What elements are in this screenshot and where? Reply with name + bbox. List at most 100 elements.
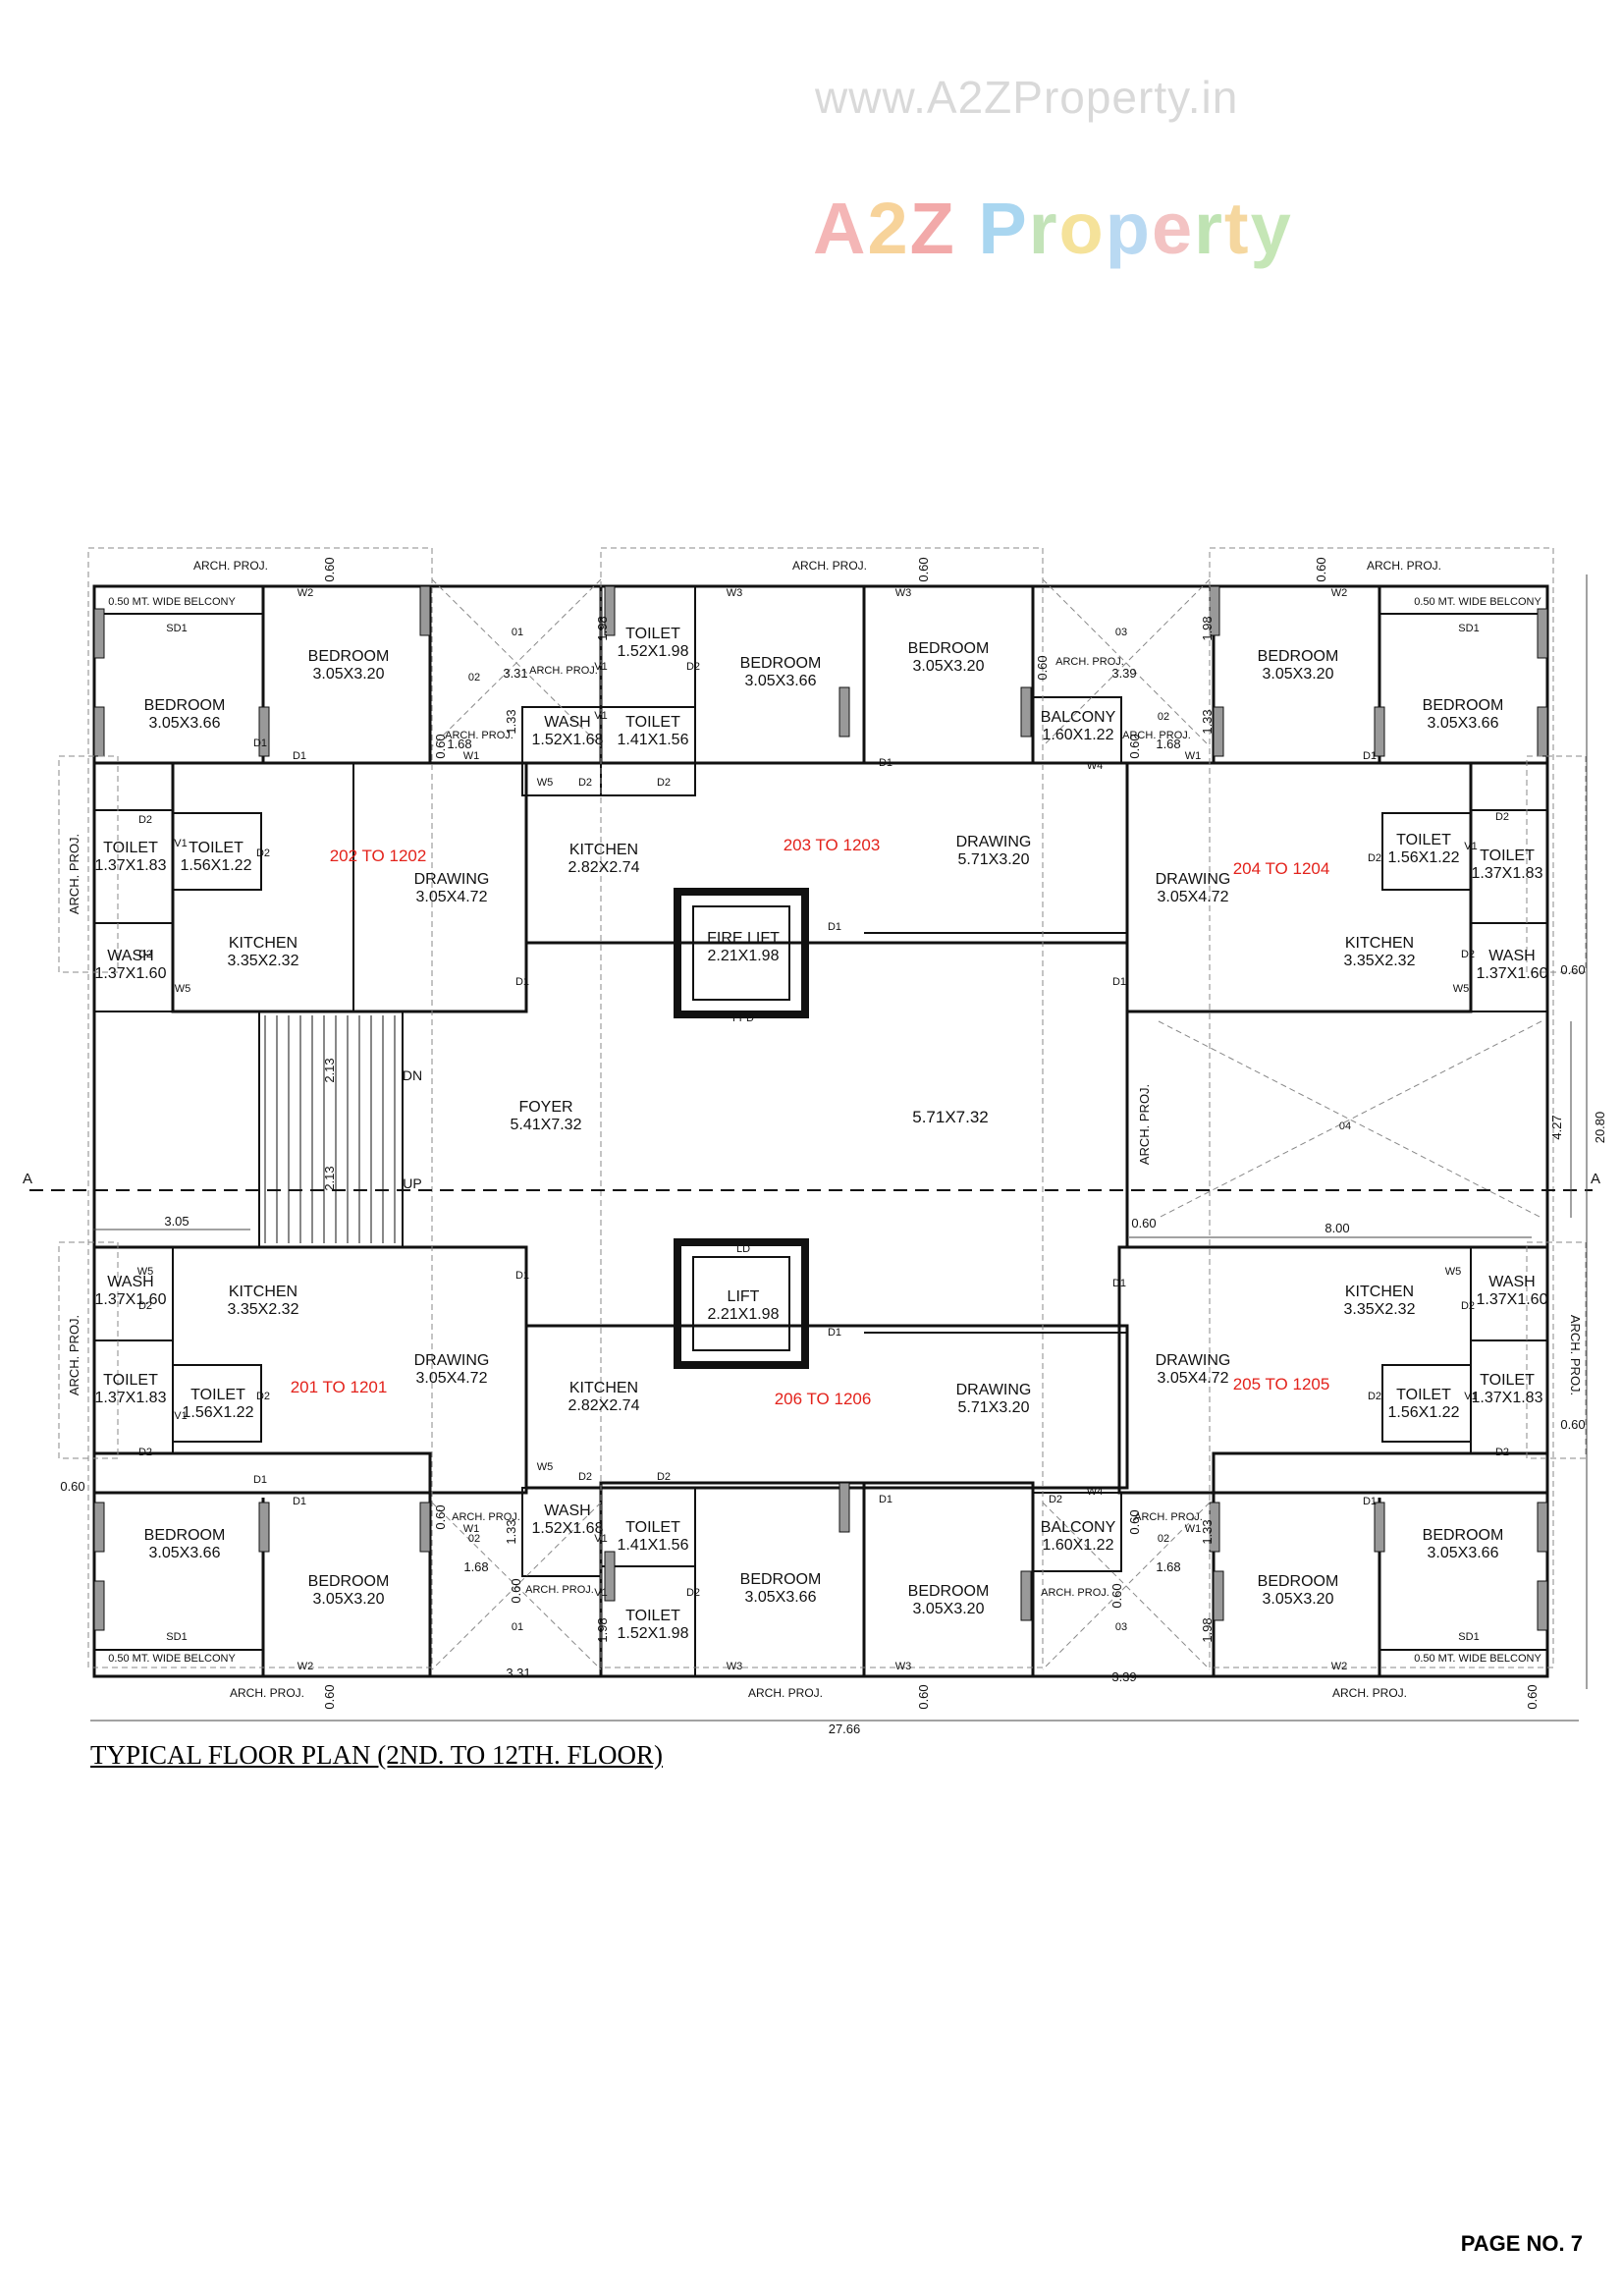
outer-dashed-boundary xyxy=(600,547,1044,1668)
room-name: WASH xyxy=(1488,1274,1535,1290)
room-size: 1.56X1.22 xyxy=(1388,849,1460,866)
room-size: 1.52X1.68 xyxy=(532,732,604,748)
room-label: ARCH. PROJ. xyxy=(748,1686,823,1700)
opening-tag: W2 xyxy=(297,1661,314,1672)
opening-tag: D2 xyxy=(1049,1494,1062,1505)
dimension-label: 1.33 xyxy=(1200,709,1215,734)
room-name: BEDROOM xyxy=(144,697,226,714)
room-size: 1.52X1.68 xyxy=(532,1520,604,1537)
room-label: ARCH. PROJ. xyxy=(445,730,514,741)
room-name: BEDROOM xyxy=(740,1571,822,1588)
room-label: ARCH. PROJ. xyxy=(525,1584,594,1596)
dimension-label: 20.80 xyxy=(1593,1112,1607,1144)
room-size: 3.05X3.66 xyxy=(149,1545,221,1561)
opening-tag: W4 xyxy=(1087,760,1104,772)
lift-shaft xyxy=(674,1238,809,1369)
room-size: 5.41X7.32 xyxy=(511,1117,582,1133)
room-name: KITCHEN xyxy=(229,1284,297,1300)
structural-column xyxy=(1374,706,1385,757)
structural-column xyxy=(1213,1570,1224,1621)
room-size: 3.05X4.72 xyxy=(1158,889,1229,905)
arch-proj-outline xyxy=(1526,755,1587,973)
dimension-label: 1.68 xyxy=(447,737,471,751)
duct-cross-line xyxy=(431,1502,602,1670)
room-label: ARCH. PROJ. xyxy=(1137,1084,1152,1165)
opening-tag: V1 xyxy=(594,1587,607,1599)
opening-tag: D1 xyxy=(1112,1278,1126,1289)
dimension-label: 0.60 xyxy=(1525,1684,1540,1709)
room-size: 1.37X1.60 xyxy=(95,1291,167,1308)
opening-tag: D2 xyxy=(138,1300,152,1312)
dimension-label: 1.33 xyxy=(504,1519,518,1544)
room-size: 3.35X2.32 xyxy=(1344,1301,1416,1318)
room-size: 1.52X1.98 xyxy=(618,1625,689,1642)
room-size: 3.05X3.20 xyxy=(1263,1591,1334,1608)
stair-outline xyxy=(258,1011,404,1248)
room-name: BEDROOM xyxy=(908,640,990,657)
room-name: TOILET xyxy=(625,714,680,731)
room-name: TOILET xyxy=(1480,1372,1535,1389)
room-name: BEDROOM xyxy=(1258,1573,1339,1590)
room-size: 3.05X3.66 xyxy=(149,715,221,732)
watermark-logo-letter: 2 xyxy=(867,188,910,269)
room-size: 5.71X3.20 xyxy=(958,1399,1030,1416)
room-label: FPD xyxy=(732,1012,754,1024)
structural-column xyxy=(604,1551,616,1602)
opening-tag: 02 xyxy=(468,672,480,683)
room-name: TOILET xyxy=(625,1608,680,1624)
structural-column xyxy=(838,686,850,738)
dimension-label: 27.66 xyxy=(829,1722,861,1736)
dimension-label: 1.33 xyxy=(1200,1519,1215,1544)
dimension-label: 0.60 xyxy=(1131,1216,1156,1230)
opening-tag: V1 xyxy=(594,710,607,722)
dimension-label: 1.98 xyxy=(595,616,610,640)
opening-tag: D2 xyxy=(138,1447,152,1458)
room-size: 3.05X3.20 xyxy=(913,658,985,675)
page-number: PAGE NO. 7 xyxy=(1460,2231,1583,2256)
opening-tag: W5 xyxy=(537,1461,554,1473)
room-size: 3.05X3.20 xyxy=(313,666,385,683)
dimension-label: 0.60 xyxy=(1314,557,1328,581)
opening-tag: D2 xyxy=(578,1471,592,1483)
opening-tag: W1 xyxy=(463,750,480,762)
room-size: 1.37X1.60 xyxy=(1477,1291,1548,1308)
structural-column xyxy=(1537,706,1548,757)
room-size: 3.05X3.20 xyxy=(313,1591,385,1608)
duct-cross-line xyxy=(1042,578,1211,747)
room-size: 3.35X2.32 xyxy=(228,1301,299,1318)
dimension-label: 1.68 xyxy=(1156,1559,1180,1574)
opening-tag: 02 xyxy=(1158,1533,1169,1545)
opening-tag: V1 xyxy=(1464,841,1477,852)
opening-tag: 04 xyxy=(1339,1121,1351,1132)
dimension-label: 1.98 xyxy=(595,1617,610,1642)
opening-tag: W1 xyxy=(463,1523,480,1535)
opening-tag: SD1 xyxy=(166,1631,187,1643)
room-name: WASH xyxy=(544,714,590,731)
opening-tag: W2 xyxy=(297,587,314,599)
room-name: KITCHEN xyxy=(569,842,638,858)
room-name: DRAWING xyxy=(414,871,490,888)
room-outline xyxy=(599,1481,1035,1678)
structural-column xyxy=(93,608,105,659)
room-label: ARCH. PROJ. xyxy=(1568,1315,1583,1395)
room-size: 1.37X1.60 xyxy=(1477,965,1548,982)
room-size: 1.56X1.22 xyxy=(183,1404,254,1421)
opening-tag: D2 xyxy=(578,777,592,789)
opening-tag: W5 xyxy=(1445,1266,1462,1278)
room-label: ARCH. PROJ. xyxy=(1367,559,1441,573)
room-name: FOYER xyxy=(518,1099,572,1116)
structural-column xyxy=(1374,1502,1385,1553)
dimension-label: 3.05 xyxy=(164,1214,189,1229)
room-label: ARCH. PROJ. xyxy=(193,559,268,573)
room-size: 1.37X1.83 xyxy=(95,1390,167,1406)
structural-column xyxy=(93,1502,105,1553)
lift-shaft xyxy=(674,888,809,1018)
room-outline xyxy=(1032,1492,1122,1572)
watermark-logo-letter: r xyxy=(1028,188,1059,269)
structural-column xyxy=(1537,608,1548,659)
room-label: 0.50 MT. WIDE BELCONY xyxy=(108,596,236,608)
opening-tag: V1 xyxy=(174,1410,187,1422)
arch-proj-outline xyxy=(58,1241,119,1459)
opening-tag: D1 xyxy=(879,1494,892,1505)
room-name: TOILET xyxy=(190,1387,245,1403)
